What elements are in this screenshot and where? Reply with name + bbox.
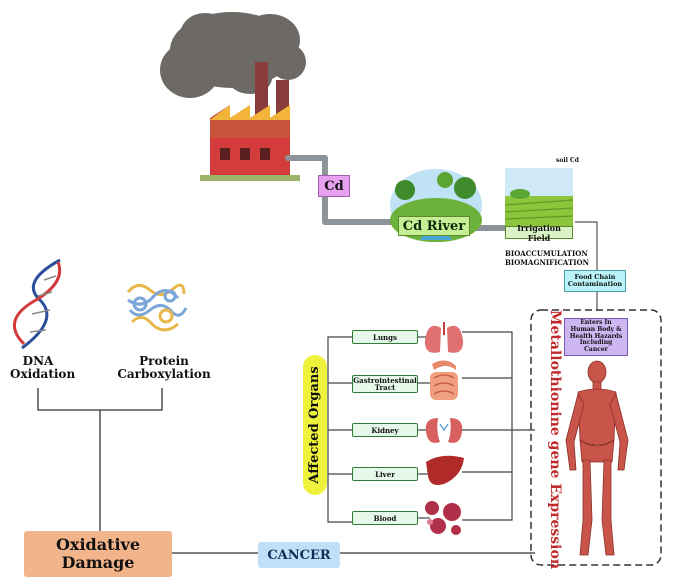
cancer-box: CANCER [258, 542, 340, 568]
bioaccumulation-label: BIOACCUMULATION [505, 249, 588, 258]
smoke-icon [160, 12, 306, 98]
organ-box-liver: Liver [352, 467, 418, 481]
organ-box-gastrointestinal: Gastrointestinal Tract [352, 375, 418, 393]
irrigation-field-box: Irrigation Field [505, 223, 573, 243]
factory-icon [200, 62, 300, 181]
lungs-icon [424, 322, 464, 353]
cd-label: Cd [324, 178, 344, 194]
cd-river-label: Cd River [402, 218, 466, 234]
soil-cd-label: soil Cd [556, 157, 579, 164]
affected-organs-label: Affected Organs [307, 366, 322, 484]
organ-box-lungs: Lungs [352, 330, 418, 344]
food-chain-label: Food Chain Contamination [567, 272, 623, 288]
protein-carboxylation-label: Protein Carboxylation [117, 354, 211, 381]
blood-cells-icon [425, 501, 461, 535]
enters-body-box: Enters In Human Body & Health Hazards In… [564, 318, 628, 356]
liver-icon [426, 455, 464, 485]
affected-organs-pill [303, 355, 327, 495]
human-body-icon [565, 360, 629, 556]
field-icon [504, 168, 574, 226]
protein-icon [126, 283, 188, 332]
intestine-icon [430, 360, 458, 400]
organ-box-blood: Blood [352, 511, 418, 525]
cd-box: Cd [318, 175, 350, 197]
oxidative-damage-label: Oxidative Damage [55, 535, 141, 572]
body-frame [530, 309, 662, 566]
cd-river-box: Cd River [398, 216, 470, 236]
connector-field-foodchain [575, 221, 598, 270]
irrigation-field-label: Irrigation Field [517, 222, 561, 243]
dna-oxidation-label: DNA Oxidation [10, 354, 76, 381]
kidney-icon [425, 418, 463, 443]
oxidative-connectors [37, 388, 535, 554]
biomagnification-label: BIOMAGNIFICATION [505, 258, 589, 267]
enters-body-label: Enters In Human Body & Health Hazards In… [569, 318, 623, 354]
metallothionine-label: Metallothionine gene Expression [547, 310, 563, 570]
oxidative-damage-box: Oxidative Damage [24, 531, 172, 577]
dna-icon [13, 258, 62, 350]
organ-box-kidney: Kidney [352, 423, 418, 437]
food-chain-box: Food Chain Contamination [564, 270, 626, 292]
cancer-label: CANCER [267, 547, 331, 563]
